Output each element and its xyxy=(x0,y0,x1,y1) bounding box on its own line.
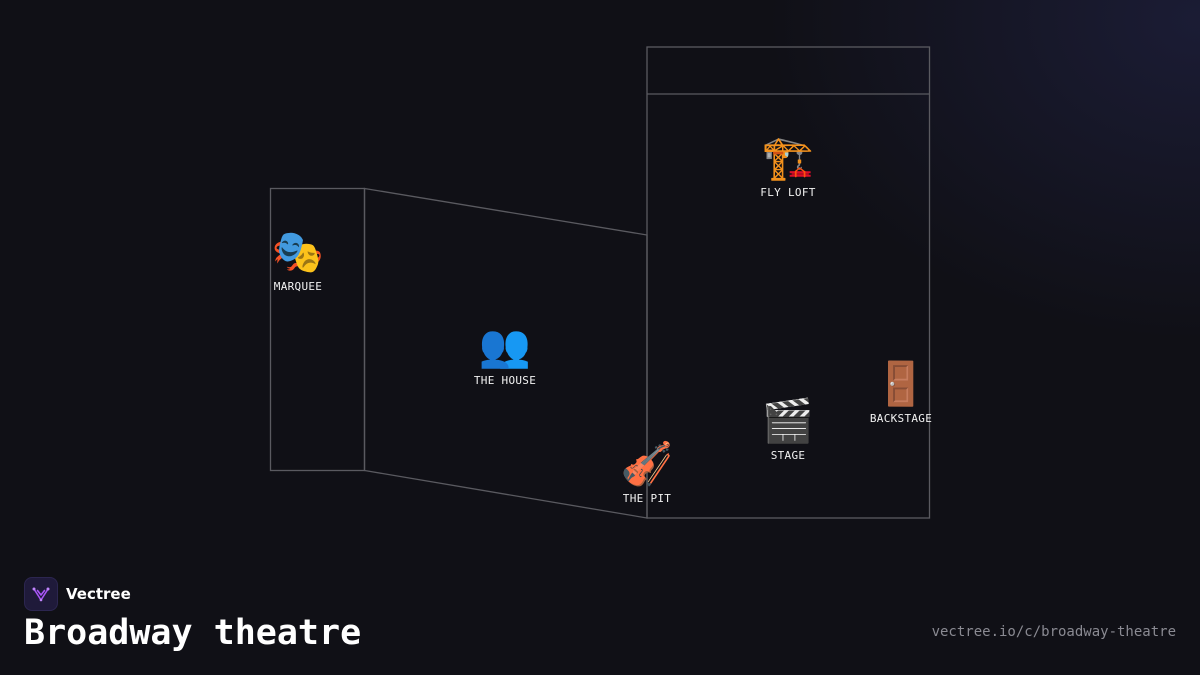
audience-icon: 👥 xyxy=(478,321,532,370)
node-the-house[interactable]: 👥 THE HOUSE xyxy=(445,321,565,388)
brand[interactable]: Vectree xyxy=(24,577,131,611)
page-title: Broadway theatre xyxy=(24,613,362,653)
node-label-marquee: MARQUEE xyxy=(273,280,323,293)
node-label-stage: STAGE xyxy=(770,449,806,462)
vectree-logo-mark xyxy=(32,587,50,602)
crane-icon: 🏗️ xyxy=(761,133,815,182)
door-icon: 🚪 xyxy=(874,359,928,408)
node-backstage[interactable]: 🚪 BACKSTAGE xyxy=(841,359,961,426)
stage-building-outline xyxy=(646,46,931,519)
node-the-pit[interactable]: 🎻 THE PIT xyxy=(587,439,707,506)
brand-name: Vectree xyxy=(66,585,131,603)
node-label-backstage: BACKSTAGE xyxy=(869,412,933,425)
node-label-fly-loft: FLY LOFT xyxy=(760,186,816,199)
vectree-logo-icon xyxy=(24,577,58,611)
page-url[interactable]: vectree.io/c/broadway-theatre xyxy=(931,624,1176,640)
node-label-the-house: THE HOUSE xyxy=(473,374,537,387)
node-stage[interactable]: 🎬 STAGE xyxy=(728,396,848,463)
node-label-the-pit: THE PIT xyxy=(622,492,672,505)
violin-icon: 🎻 xyxy=(620,439,674,488)
node-fly-loft[interactable]: 🏗️ FLY LOFT xyxy=(728,133,848,200)
node-marquee[interactable]: 🎭 MARQUEE xyxy=(238,227,358,294)
theatre-masks-icon: 🎭 xyxy=(271,227,325,276)
clapper-board-icon: 🎬 xyxy=(761,396,815,445)
